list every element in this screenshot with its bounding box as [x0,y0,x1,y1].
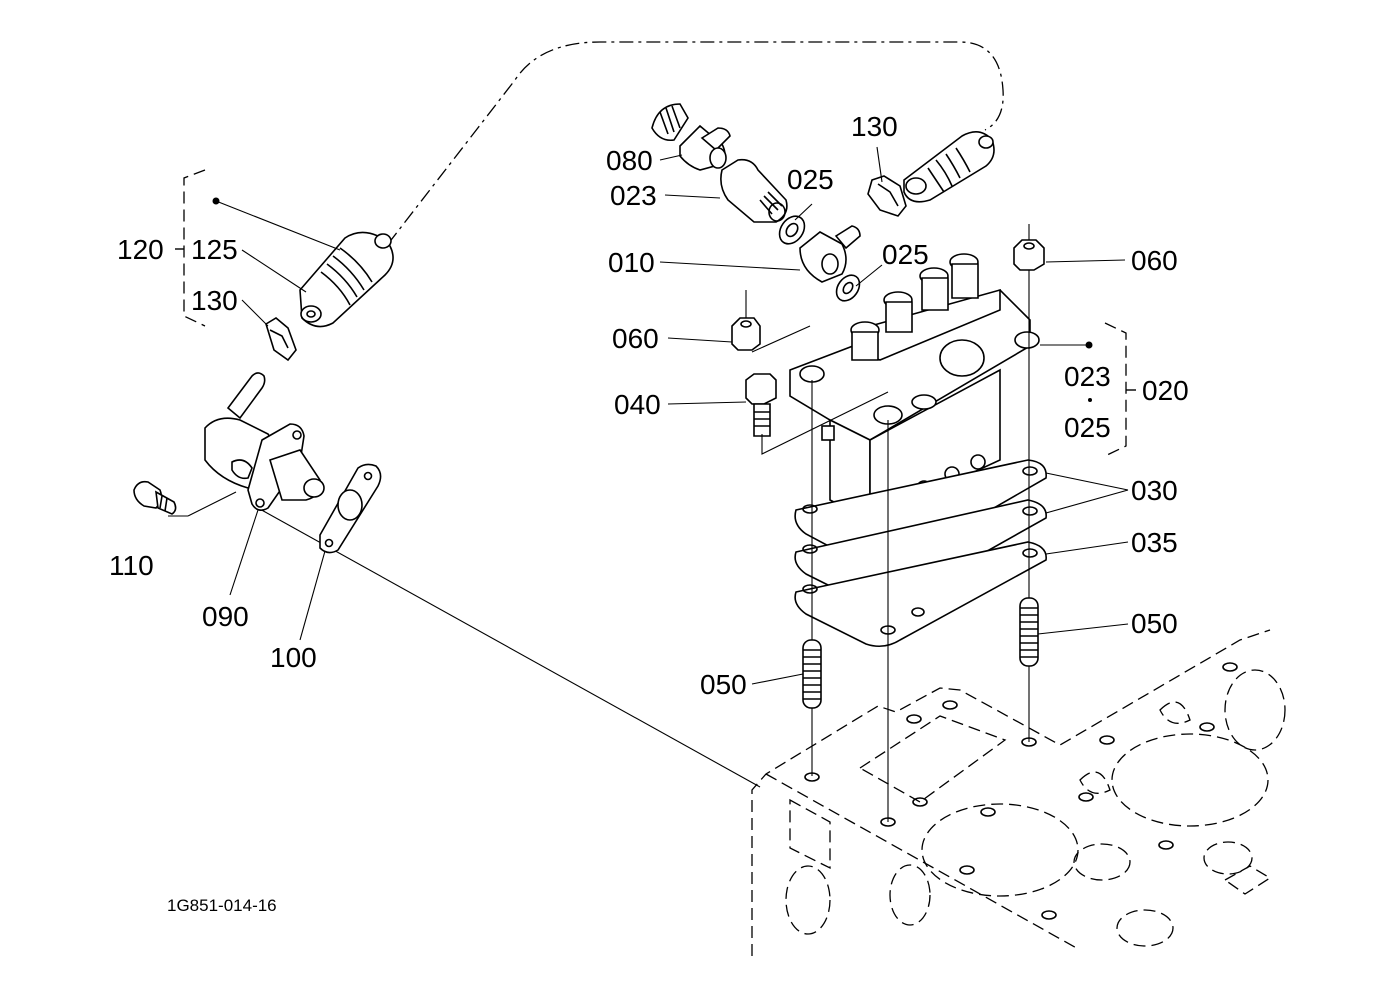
callout-125: 125 [191,234,238,265]
pipe-nipple [226,372,266,420]
washer-025-top [778,215,806,245]
engine-block-outline [751,629,1286,956]
bolt-040 [745,373,777,437]
callout-090: 090 [202,601,249,632]
stud-050-left [802,639,822,709]
injection-pump-body [789,253,1040,522]
callout-100: 100 [270,642,317,673]
callout-060-left: 060 [612,323,659,354]
callout-130-right: 130 [851,111,898,142]
callout-040: 040 [614,389,661,420]
group-bracket-120 [183,169,206,327]
washer-025-mid [835,274,861,302]
nut-060-right [1013,239,1045,271]
callout-120: 120 [117,234,164,265]
callout-050-left: 050 [700,669,747,700]
mounting-axis-line [257,507,761,788]
callout-060-right: 060 [1131,245,1178,276]
stud-050-right [1019,597,1039,667]
hose-clamp-130-left [265,317,297,362]
gasket-100 [319,463,382,554]
air-vent-cock-080 [651,103,731,171]
callout-110: 110 [109,550,154,581]
callout-025-mid: 025 [882,239,929,270]
callout-023-kit: 023 [1064,361,1111,392]
bracket-lines [751,325,889,455]
callout-025-kit: 025 [1064,412,1111,443]
callout-023-top: 023 [610,180,657,211]
fuel-hose-path [387,41,1004,245]
hose-clamp-130-right [867,175,907,217]
eye-bolt-023 [720,158,788,223]
leader-lines [168,146,1129,685]
fuel-feed-pump-090 [204,417,325,512]
union-fitting-010 [799,225,861,283]
callout-030: 030 [1131,475,1178,506]
callout-130-left: 130 [191,285,238,316]
assembly-guide-lines [745,224,1030,822]
bolt-110 [133,480,177,515]
hose-fitting-125 [299,231,394,328]
callout-080: 080 [606,145,653,176]
engine-block-bolt-holes [804,662,1238,920]
callout-020: 020 [1142,375,1189,406]
callout-025-top: 025 [787,164,834,195]
callout-035: 035 [1131,527,1178,558]
drawing-reference-code: 1G851-014-16 [167,896,277,915]
hose-fitting-right [903,131,995,203]
callout-050-right: 050 [1131,608,1178,639]
nut-060-left [731,317,761,351]
callout-010: 010 [608,247,655,278]
